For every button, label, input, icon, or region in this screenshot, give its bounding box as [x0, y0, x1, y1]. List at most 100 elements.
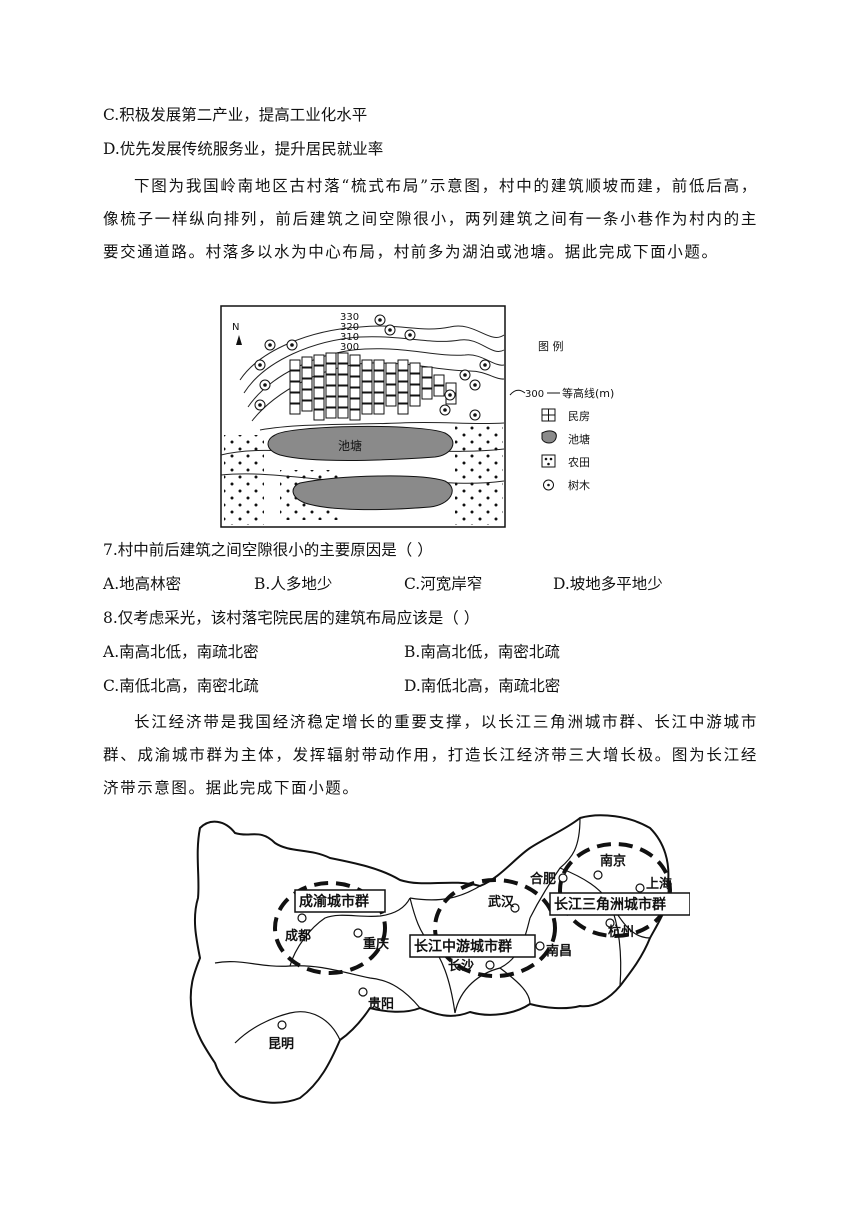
house-block: [289, 392, 301, 404]
pond-label: 池塘: [338, 438, 362, 453]
q8-option-b: B.南高北低，南密北疏: [404, 643, 560, 661]
house-block: [397, 359, 409, 371]
house-block: [313, 354, 325, 366]
tree-icon-center: [408, 333, 412, 337]
house-block: [397, 403, 409, 415]
house-block: [385, 362, 397, 374]
house-block: [373, 403, 385, 415]
house-block: [337, 352, 349, 364]
cluster-label-chengyu: 成渝城市群: [294, 889, 386, 913]
city-chongqing: 重庆: [363, 936, 389, 952]
contour-label: 310: [340, 332, 359, 343]
legend-contour-value: 300: [525, 389, 544, 400]
contour-label: 300: [340, 342, 359, 353]
tree-icon-center: [448, 393, 452, 397]
svg-text:长江三角洲城市群: 长江三角洲城市群: [554, 896, 666, 913]
q7-option-c: C.河宽岸窄: [404, 575, 483, 593]
q7-option-d: D.坡地多平地少: [553, 575, 663, 593]
house-block: [325, 374, 337, 386]
north-arrow-icon: [236, 335, 242, 345]
village-layout-figure: 池塘 N 330 320 310 300 图 例 300 等高线(m) 民房 池…: [220, 305, 614, 528]
house-block: [397, 381, 409, 393]
house-block: [349, 376, 361, 388]
q8-option-d: D.南低北高，南疏北密: [404, 677, 561, 695]
tree-icon-center: [258, 363, 262, 367]
house-block: [385, 373, 397, 385]
passage-yangtze: 长江经济带是我国经济稳定增长的重要支撑，以长江三角洲城市群、长江中游城市群、成渝…: [103, 713, 758, 797]
house-block: [421, 388, 433, 400]
house-block: [313, 365, 325, 377]
city-guiyang: 贵阳: [368, 996, 394, 1012]
house-block: [313, 409, 325, 421]
house-block: [301, 367, 313, 379]
house-block: [373, 381, 385, 393]
house-block: [433, 385, 445, 397]
city-nanjing: 南京: [600, 853, 626, 869]
house-block: [373, 359, 385, 371]
house-block: [397, 370, 409, 382]
house-block: [301, 356, 313, 368]
city-kunming: 昆明: [268, 1036, 294, 1052]
house-block: [349, 387, 361, 399]
pond-shape: [267, 425, 454, 461]
passage-village: 下图为我国岭南地区古村落“梳式布局”示意图，村中的建筑顺坡而建，前低后高，像梳子…: [103, 177, 758, 261]
contour-label: 320: [340, 322, 359, 333]
tree-icon-center: [263, 383, 267, 387]
city-wuhan: 武汉: [488, 894, 515, 910]
house-block: [373, 392, 385, 404]
house-block: [373, 370, 385, 382]
city-chengdu: 成都: [285, 928, 311, 944]
tree-icon-center: [378, 318, 382, 322]
house-block: [325, 385, 337, 397]
city-nanchang: 南昌: [546, 943, 572, 959]
house-block: [289, 370, 301, 382]
q7-option-b: B.人多地少: [254, 575, 333, 593]
q7-option-a: A.地高林密: [103, 575, 182, 593]
tree-icon-center: [258, 403, 262, 407]
house-block: [361, 392, 373, 404]
q7-stem: 7.村中前后建筑之间空隙很小的主要原因是（ ）: [103, 541, 433, 559]
house-block: [361, 370, 373, 382]
house-block: [409, 362, 421, 374]
farmland-area: [455, 425, 503, 525]
house-block: [325, 407, 337, 419]
q8-option-a: A.南高北低，南疏北密: [103, 643, 259, 661]
tree-icon-center: [268, 343, 272, 347]
house-block: [349, 365, 361, 377]
house-block: [313, 387, 325, 399]
house-block: [421, 377, 433, 389]
tree-icon-center: [443, 408, 447, 412]
house-block: [337, 363, 349, 375]
belt-outline: [189, 814, 670, 1104]
yangtze-belt-map: 成渝城市群 长江中游城市群 长江三角洲城市群 成都 重庆 贵阳 昆明 长沙 武汉…: [189, 814, 690, 1104]
house-block: [289, 381, 301, 393]
house-block: [337, 385, 349, 397]
house-block: [337, 407, 349, 419]
house-block: [361, 381, 373, 393]
house-block: [361, 359, 373, 371]
tree-icon-center: [388, 328, 392, 332]
house-block: [301, 400, 313, 412]
option-d: D.优先发展传统服务业，提升居民就业率: [103, 140, 384, 158]
house-block: [385, 384, 397, 396]
legend-house-label: 民房: [568, 410, 590, 423]
house-block: [337, 396, 349, 408]
house-block: [301, 378, 313, 390]
farmland-area: [224, 435, 264, 525]
legend-farmland-label: 农田: [568, 455, 590, 469]
house-block: [337, 374, 349, 386]
q8-stem: 8.仅考虑采光，该村落宅院民居的建筑布局应该是（ ）: [103, 609, 480, 627]
house-block: [433, 374, 445, 386]
house-block: [313, 398, 325, 410]
house-block: [325, 363, 337, 375]
house-block: [325, 352, 337, 364]
svg-text:成渝城市群: 成渝城市群: [299, 893, 369, 910]
house-block: [421, 366, 433, 378]
house-block: [385, 395, 397, 407]
house-block: [289, 359, 301, 371]
north-label: N: [232, 322, 239, 333]
cluster-label-middle: 长江中游城市群: [409, 934, 536, 958]
legend-contour-label: 等高线(m): [562, 386, 614, 400]
house-block: [409, 373, 421, 385]
house-block: [397, 392, 409, 404]
